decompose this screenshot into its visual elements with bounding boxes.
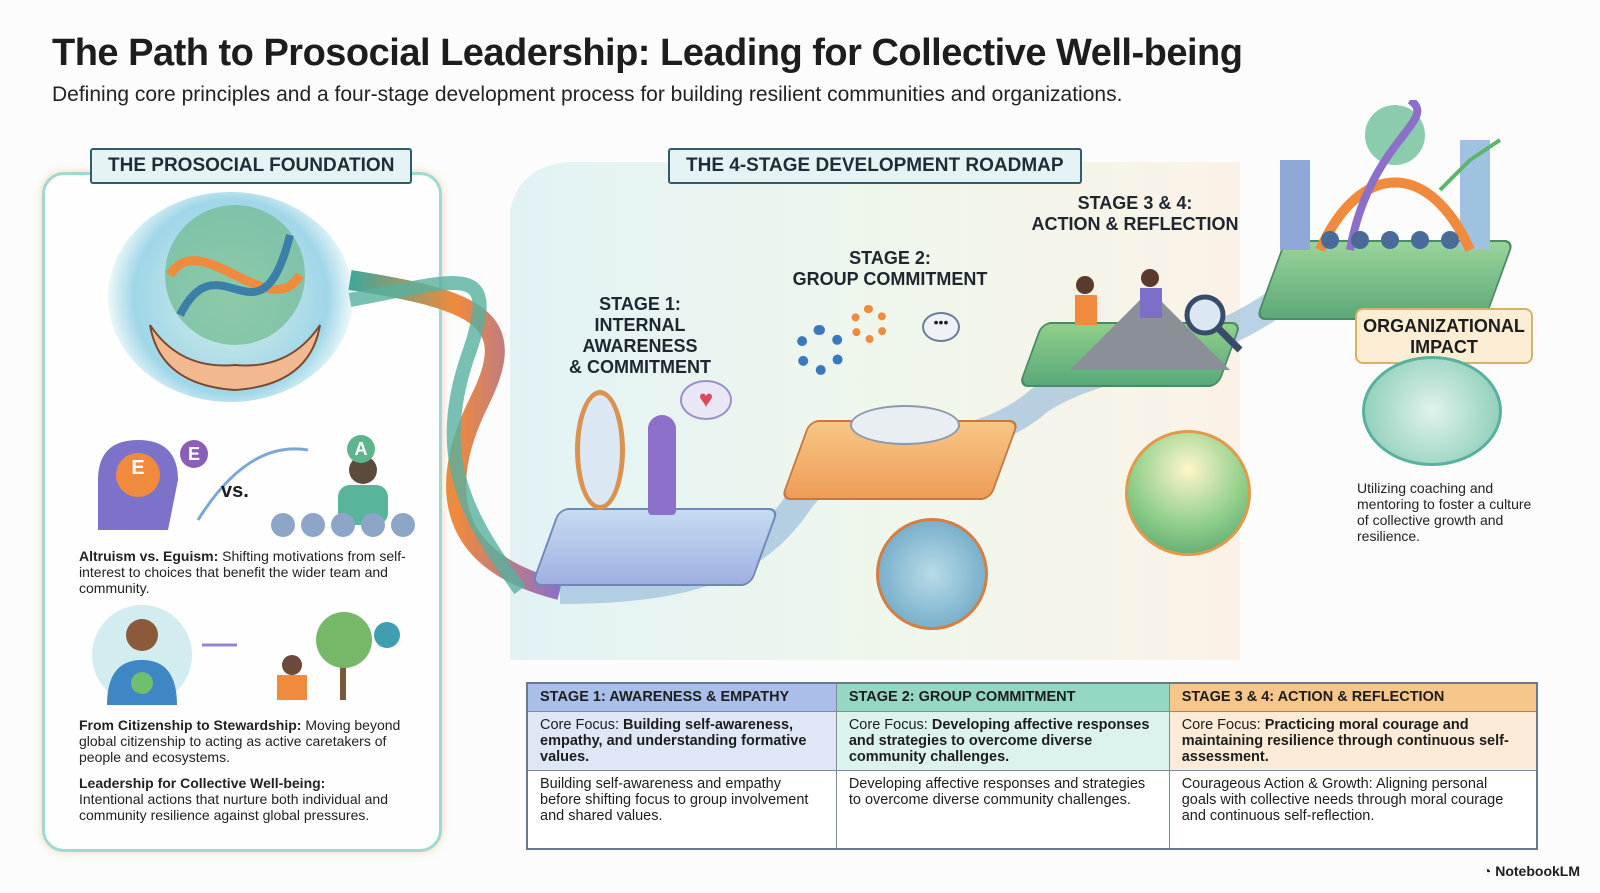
core-focus-stage2: Core Focus: Developing affective respons…	[835, 710, 1170, 771]
page-title: The Path to Prosocial Leadership: Leadin…	[52, 32, 1243, 74]
meeting-table-icon	[850, 405, 960, 445]
org-impact-desc: Utilizing coaching and mentoring to fost…	[1357, 480, 1532, 544]
altruism-desc: Shifting motivations from self-interest …	[79, 548, 406, 596]
roadmap-banner: THE 4-STAGE DEVELOPMENT ROADMAP	[668, 148, 1082, 184]
altruism-text: Altruism vs. Eguism: Shifting motivation…	[79, 548, 406, 596]
stage1-label: STAGE 1: INTERNAL AWARENESS & COMMITMENT	[569, 294, 711, 377]
notebooklm-icon: ◔	[1482, 863, 1496, 879]
brand-text: NotebookLM	[1495, 863, 1580, 879]
gear-icon-orange	[850, 305, 888, 343]
citizenship-to-stewardship-illustration	[92, 605, 400, 705]
core-focus-label: Core Focus:	[848, 716, 928, 733]
detail-stage34: Courageous Action & Growth: Aligning per…	[1168, 769, 1538, 850]
detail-stage2: Developing affective responses and strat…	[835, 769, 1170, 850]
wellbeing-text: Leadership for Collective Well-being:Int…	[79, 775, 424, 823]
core-focus-label: Core Focus:	[540, 716, 619, 733]
stage2-label: STAGE 2: GROUP COMMITMENT	[792, 248, 988, 289]
globe-in-hands-icon	[149, 205, 321, 392]
altruism-badge: A	[347, 435, 375, 463]
vs-label: vs.	[221, 480, 249, 502]
page-subtitle: Defining core principles and a four-stag…	[52, 83, 1123, 106]
person-icon	[648, 415, 676, 515]
altruism-vs-egoism-illustration	[98, 440, 415, 537]
egoism-badge: E	[123, 453, 153, 483]
foundation-banner: THE PROSOCIAL FOUNDATION	[90, 148, 413, 184]
core-focus-value: Developing affective responses and strat…	[848, 716, 1150, 765]
stage-summary-table: STAGE 1: AWARENESS & EMPATHY STAGE 2: GR…	[526, 682, 1538, 850]
stage34-label: STAGE 3 & 4: ACTION & REFLECTION	[1031, 193, 1239, 234]
stage1-platform	[530, 508, 780, 586]
organizational-impact-label: ORGANIZATIONAL IMPACT	[1355, 308, 1533, 364]
detail-stage1: Building self-awareness and empathy befo…	[526, 769, 837, 850]
stewardship-title: From Citizenship to Stewardship	[79, 717, 297, 733]
heart-thought-icon: ♥	[680, 380, 732, 420]
core-focus-stage1: Core Focus: Building self-awareness, emp…	[526, 710, 837, 771]
stewardship-text: From Citizenship to Stewardship: Moving …	[79, 717, 401, 765]
core-focus-value: Practicing moral courage and maintaining…	[1181, 716, 1509, 765]
wellbeing-desc: Intentional actions that nurture both in…	[79, 791, 388, 823]
wellbeing-title: Leadership for Collective Well-being:	[79, 775, 326, 791]
bridge-illustration	[876, 518, 988, 630]
crossroads-illustration	[1125, 430, 1251, 556]
community-city-illustration	[1280, 100, 1502, 253]
climbers-mountain-icon	[1070, 269, 1243, 370]
table-header-stage34: STAGE 3 & 4: ACTION & REFLECTION	[1168, 682, 1538, 712]
altruism-title: Altruism vs. Eguism	[79, 548, 214, 564]
core-focus-label: Core Focus:	[1181, 716, 1261, 733]
mirror-icon	[575, 390, 625, 510]
table-header-stage2: STAGE 2: GROUP COMMITMENT	[835, 682, 1170, 712]
chat-bubble-icon: •••	[922, 312, 960, 342]
core-focus-stage34: Core Focus: Practicing moral courage and…	[1168, 710, 1538, 771]
stewardship-desc: Moving beyond global citizenship to acti…	[79, 717, 401, 765]
core-focus-value: Building self-awareness, empathy, and un…	[540, 716, 807, 765]
egoism-badge-small: E	[180, 440, 208, 468]
org-impact-text: ORGANIZATIONAL IMPACT	[1363, 316, 1525, 357]
notebooklm-logo: ◔ NotebookLM	[1483, 863, 1580, 879]
gear-icon	[795, 325, 845, 375]
handshake-illustration	[1362, 356, 1502, 466]
table-header-stage1: STAGE 1: AWARENESS & EMPATHY	[526, 682, 837, 712]
